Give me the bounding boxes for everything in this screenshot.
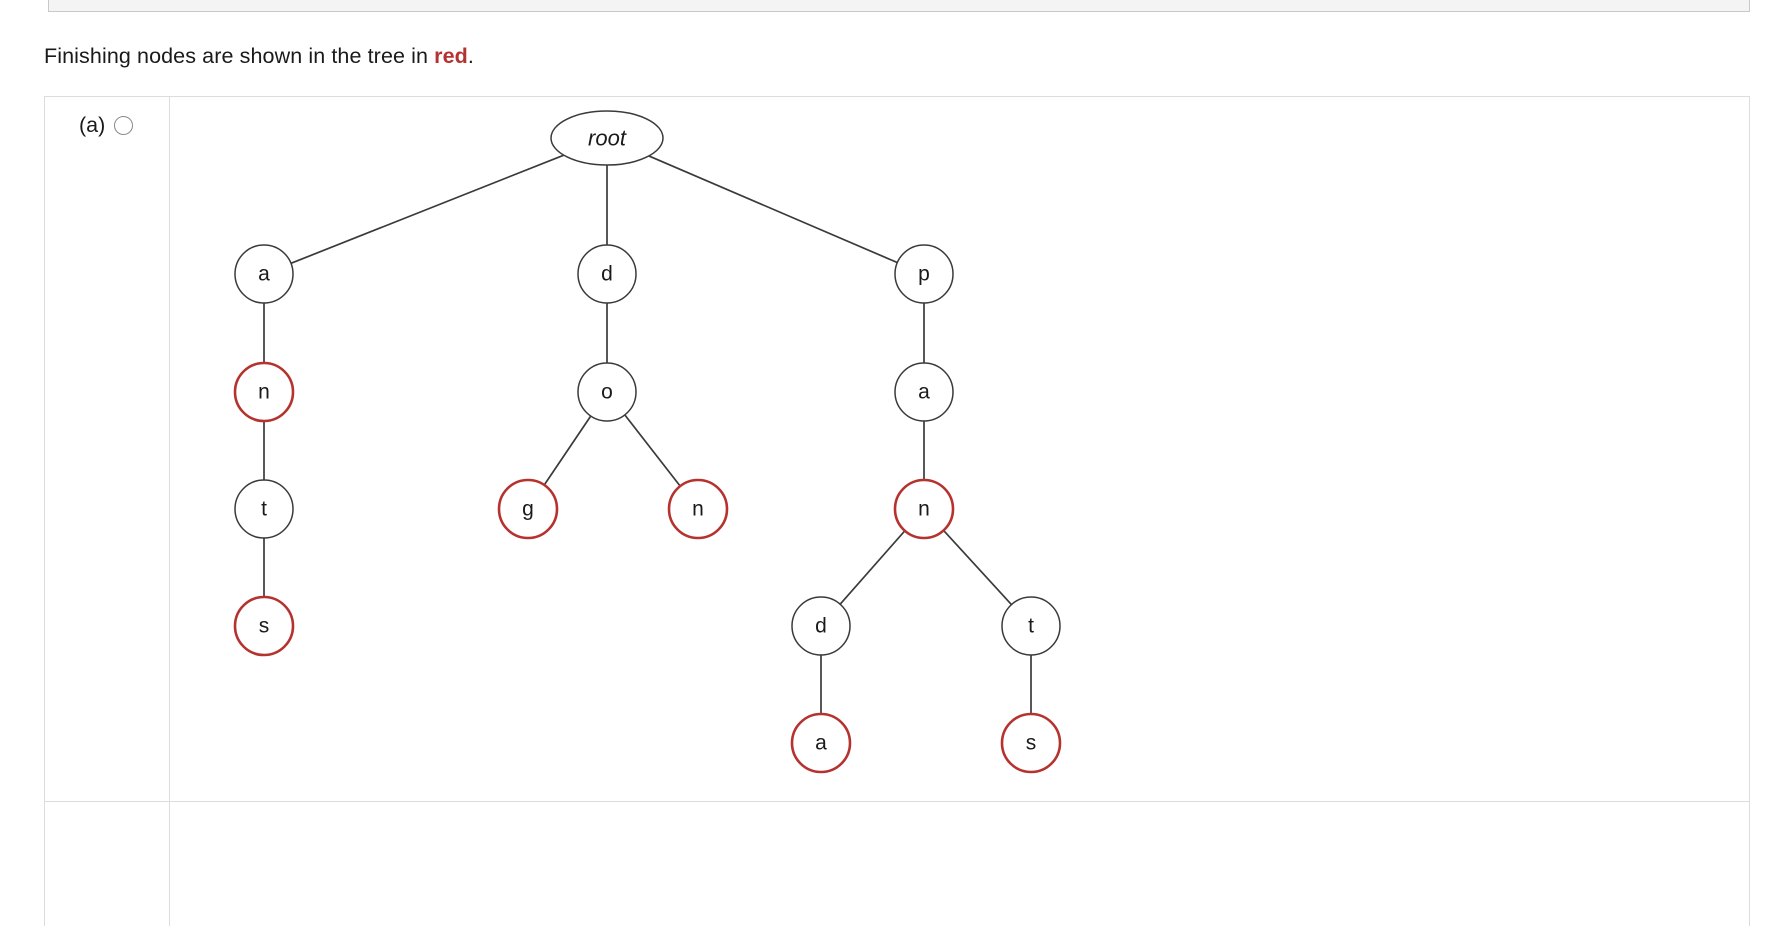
caption-text-after: . xyxy=(467,44,474,68)
top-panel-strip xyxy=(48,0,1750,12)
node-outline xyxy=(894,244,954,304)
node-label: a xyxy=(258,263,270,286)
node-outline xyxy=(234,479,294,539)
node-outline xyxy=(791,596,851,656)
tree-diagram: root a n t s d o g n p a n d t a s xyxy=(233,110,1062,774)
node-outline xyxy=(233,361,295,423)
tree-node-a: a xyxy=(894,362,954,422)
node-label: t xyxy=(261,498,267,521)
node-label: t xyxy=(1028,615,1034,638)
tree-node-d: d xyxy=(577,244,637,304)
radio-button-option-a[interactable] xyxy=(114,116,134,135)
tree-node-s-finishing: s xyxy=(233,595,295,657)
node-label: a xyxy=(815,732,827,755)
node-outline xyxy=(893,478,955,540)
tree-node-g-finishing: g xyxy=(497,478,559,540)
node-outline xyxy=(550,110,664,166)
tree-node-p: p xyxy=(894,244,954,304)
tree-node-root: root xyxy=(550,110,664,166)
node-label: d xyxy=(815,615,827,638)
node-outline xyxy=(790,712,852,774)
node-label: s xyxy=(1026,732,1037,755)
node-outline xyxy=(894,362,954,422)
node-label: o xyxy=(601,381,613,404)
node-outline xyxy=(1001,596,1061,656)
node-label: p xyxy=(918,263,930,286)
node-outline xyxy=(577,362,637,422)
node-label: d xyxy=(601,263,613,286)
tree-node-t: t xyxy=(234,479,294,539)
tree-edge xyxy=(942,529,1013,606)
tree-edges xyxy=(263,154,1032,714)
node-outline xyxy=(667,478,729,540)
tree-node-s-finishing: s xyxy=(1000,712,1062,774)
caption-text-before: Finishing nodes are shown in the tree in xyxy=(44,44,435,68)
tree-node-t: t xyxy=(1001,596,1061,656)
node-label: root xyxy=(588,126,627,151)
caption-text: Finishing nodes are shown in the tree in… xyxy=(44,42,474,70)
tree-node-o: o xyxy=(577,362,637,422)
answer-table-next-row xyxy=(44,802,1750,926)
node-label: n xyxy=(918,498,930,521)
option-letter: (a) xyxy=(79,113,106,137)
node-outline xyxy=(497,478,559,540)
tree-edge xyxy=(624,414,681,487)
tree-node-n-finishing: n xyxy=(667,478,729,540)
tree-edge xyxy=(839,530,906,605)
tree-edge xyxy=(648,155,898,264)
tree-node-a-finishing: a xyxy=(790,712,852,774)
tree-node-n-finishing: n xyxy=(893,478,955,540)
tree-node-n-finishing: n xyxy=(233,361,295,423)
node-label: s xyxy=(259,615,270,638)
option-label-cell: (a) xyxy=(45,97,170,801)
node-label: n xyxy=(258,381,270,404)
table-column-divider xyxy=(169,802,170,926)
node-label: g xyxy=(522,498,534,521)
tree-edge xyxy=(543,415,592,486)
node-label: n xyxy=(692,498,704,521)
tree-node-d: d xyxy=(791,596,851,656)
tree-edge xyxy=(290,154,565,265)
option-a-choice[interactable]: (a) xyxy=(79,113,134,138)
node-outline xyxy=(234,244,294,304)
answer-option-row: (a) root a n t s d o g n p a n d t a s xyxy=(44,96,1750,802)
node-outline xyxy=(577,244,637,304)
tree-node-a: a xyxy=(234,244,294,304)
node-label: a xyxy=(918,381,930,404)
tree-figure-cell: root a n t s d o g n p a n d t a s xyxy=(170,97,1749,801)
caption-highlight-red: red xyxy=(434,44,468,68)
node-outline xyxy=(1000,712,1062,774)
node-outline xyxy=(233,595,295,657)
